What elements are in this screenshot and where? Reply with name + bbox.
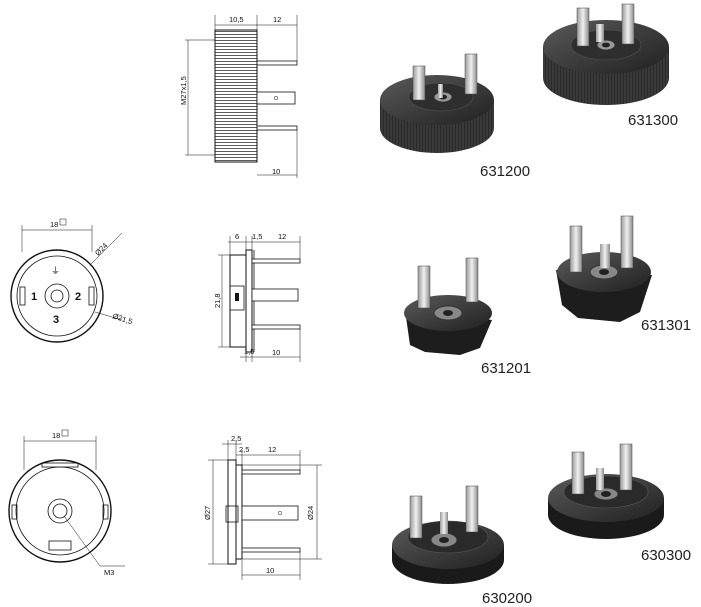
row1-side-drawing: 10,5 12 M27x1,5 10 [179,15,298,178]
dim-18-square: 18 [50,220,58,229]
dim-6: 6 [235,232,239,241]
dim-dia-24: Ø24 [306,506,315,520]
dim-18-square: 18 [52,431,60,440]
dim-2-5-top: 2,5 [231,434,241,443]
row2-front-drawing: 18 Ø24 Ø21,5 1 2 3 ⏚ [10,218,134,343]
dim-dia-21-5: Ø21,5 [111,311,133,326]
product-631300-image [543,3,669,105]
dim-1-5-top: 1,5 [252,232,262,241]
dim-1-5-bottom: 1,5 [244,347,254,356]
product-630200-image [392,485,504,584]
product-code-631201: 631201 [481,360,531,377]
dim-m3: M3 [104,568,114,577]
product-code-631300: 631300 [628,112,678,129]
product-code-631200: 631200 [480,163,530,180]
row3-front-drawing: 18 M3 [8,429,125,577]
product-631200-image [380,53,494,153]
ground-icon: ⏚ [51,266,60,276]
product-631301-image [556,215,652,322]
dim-dia-27: Ø27 [203,506,212,520]
dim-10: 10 [272,348,280,357]
row2-side-drawing: 6 1,5 12 21,8 1,5 10 [213,232,301,362]
pin-label-2: 2 [75,291,81,303]
product-630300-image [548,443,664,539]
dim-21-8: 21,8 [213,293,222,308]
product-code-630200: 630200 [482,590,532,607]
dim-2-5-mid: 2,5 [239,445,249,454]
pin-label-3: 3 [53,314,59,326]
product-code-630300: 630300 [641,547,691,564]
dim-thread: M27x1,5 [179,76,188,105]
dim-12: 12 [268,445,276,454]
row3-side-drawing: 2,5 2,5 12 Ø27 Ø24 10 [203,434,322,580]
dim-10: 10 [272,167,280,176]
dim-dia-24: Ø24 [93,241,109,257]
product-code-631301: 631301 [641,317,691,334]
dim-12: 12 [278,232,286,241]
product-631201-image [404,257,492,355]
dim-12: 12 [273,15,281,24]
pin-label-1: 1 [31,291,37,303]
dim-10: 10 [266,566,274,575]
dim-10-5: 10,5 [229,15,244,24]
